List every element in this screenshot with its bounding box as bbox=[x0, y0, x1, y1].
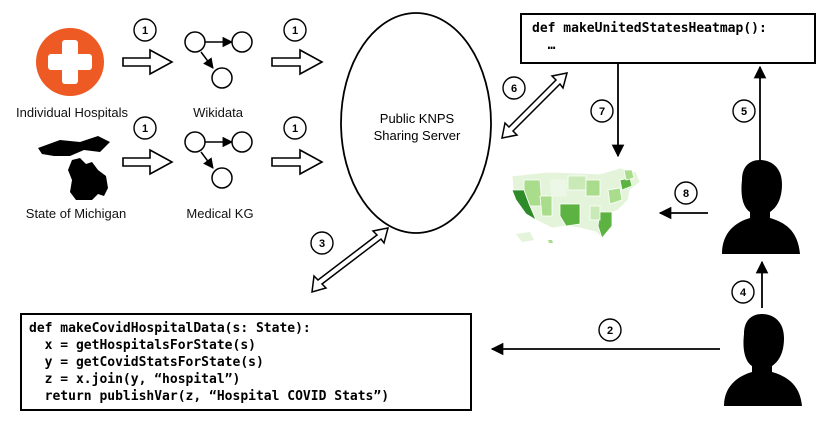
server-ellipse bbox=[340, 12, 492, 234]
person-silhouette-icon bbox=[722, 160, 800, 254]
code-line: def makeCovidHospitalData(s: State): bbox=[29, 321, 311, 336]
hospitals-label: Individual Hospitals bbox=[15, 105, 129, 120]
michigan-map-icon bbox=[38, 136, 110, 200]
badge-6-label: 6 bbox=[511, 83, 517, 95]
server-label-line1: Public KNPS bbox=[379, 111, 455, 126]
badge-5-label: 5 bbox=[741, 106, 747, 118]
badge-1c-label: 1 bbox=[142, 123, 148, 135]
badge-1a bbox=[133, 18, 157, 42]
badge-1d-label: 1 bbox=[292, 123, 298, 135]
server-label-line2: Sharing Server bbox=[373, 128, 461, 143]
michigan-label: State of Michigan bbox=[25, 206, 127, 221]
badge-1b-label: 1 bbox=[292, 25, 298, 37]
code-line: y = getCovidStatsForState(s) bbox=[29, 355, 264, 370]
code-line: x = getHospitalsForState(s) bbox=[29, 338, 256, 353]
wikidata-graph-icon bbox=[184, 31, 253, 89]
badge-6 bbox=[502, 76, 526, 100]
solid-arrow bbox=[490, 64, 769, 356]
badge-3-label: 3 bbox=[319, 238, 325, 250]
wikidata-label: Wikidata bbox=[193, 105, 243, 120]
heatmap-code-box: def makeUnitedStatesHeatmap(): … bbox=[520, 13, 816, 64]
person-silhouette-icon bbox=[724, 314, 802, 406]
code-line: z = x.join(y, “hospital”) bbox=[29, 372, 241, 387]
badge-2 bbox=[598, 318, 622, 342]
badge-1c bbox=[133, 116, 157, 140]
badge-7 bbox=[590, 99, 614, 123]
code-line: def makeUnitedStatesHeatmap(): bbox=[532, 21, 767, 36]
badge-7-label: 7 bbox=[599, 106, 605, 118]
badge-1d bbox=[283, 116, 307, 140]
badge-4-label: 4 bbox=[740, 287, 747, 299]
server-label: Public KNPS Sharing Server bbox=[352, 110, 482, 144]
us-heatmap-icon bbox=[511, 167, 641, 243]
badge-3 bbox=[310, 231, 334, 255]
double-arrow bbox=[311, 72, 569, 294]
badge-8 bbox=[674, 181, 698, 205]
code-line: … bbox=[532, 38, 556, 53]
code-line: return publishVar(z, “Hospital COVID Sta… bbox=[29, 389, 390, 404]
badge-1a-label: 1 bbox=[142, 25, 148, 37]
badge-8-label: 8 bbox=[683, 188, 689, 200]
hospital-cross-icon bbox=[36, 28, 104, 96]
hollow-arrow bbox=[122, 48, 324, 176]
badge-1b bbox=[283, 18, 307, 42]
medical-kg-label: Medical KG bbox=[186, 206, 254, 221]
medical-kg-graph-icon bbox=[184, 131, 253, 189]
badge-2-label: 2 bbox=[607, 325, 613, 337]
covid-code-box: def makeCovidHospitalData(s: State): x =… bbox=[20, 313, 472, 411]
badge-4 bbox=[731, 280, 755, 304]
badge-5 bbox=[732, 99, 756, 123]
